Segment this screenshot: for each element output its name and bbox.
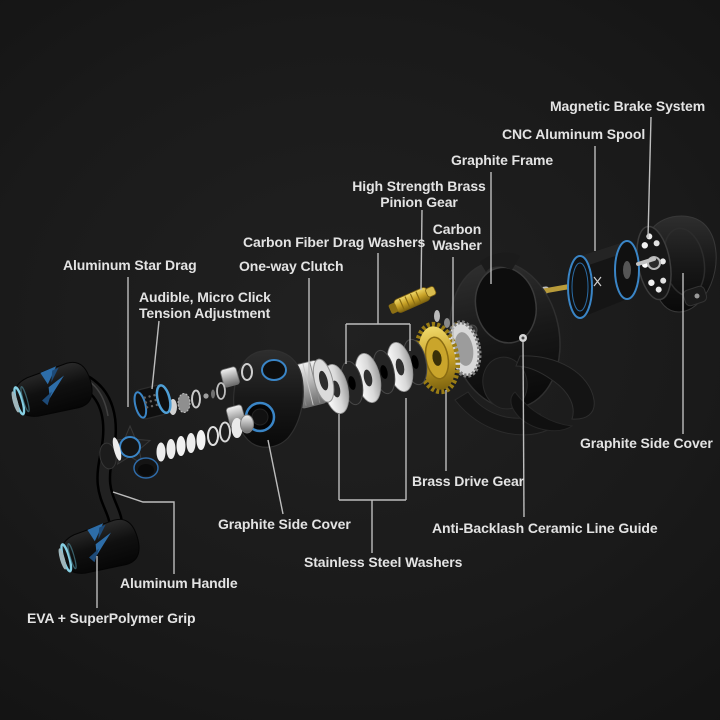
label-anti-backlash-line-guide: Anti-Backlash Ceramic Line Guide [432, 520, 658, 536]
leader-line-guide [522, 341, 525, 518]
grip-knob-upper [5, 357, 98, 426]
label-magnetic-brake-system: Magnetic Brake System [550, 98, 706, 114]
frame-lower-cover-part [510, 355, 595, 432]
leader-side-cover-left [267, 439, 284, 515]
pinion-gear-part [388, 286, 437, 314]
label-one-way-clutch: One-way Clutch [239, 258, 344, 274]
label-aluminum-star-drag: Aluminum Star Drag [63, 257, 197, 273]
leader-steel-washers [338, 398, 407, 553]
handle-arm-part [56, 366, 124, 540]
label-eva-superpolymer-grip: EVA + SuperPolymer Grip [27, 610, 196, 626]
label-brass-drive-gear: Brass Drive Gear [412, 473, 525, 489]
grip-knob-lower [52, 514, 145, 583]
label-tension-adjustment: Audible, Micro Click Tension Adjustment [139, 289, 271, 321]
drag-washer-stack [322, 338, 428, 414]
leader-drag-washers [345, 253, 411, 364]
label-carbon-fiber-drag-washers: Carbon Fiber Drag Washers [243, 234, 426, 250]
label-pinion-gear: High Strength Brass Pinion Gear [352, 178, 486, 210]
label-graphite-frame: Graphite Frame [451, 152, 554, 168]
leader-pinion-gear [420, 209, 423, 291]
leader-lines [96, 116, 684, 608]
leader-handle [112, 491, 175, 574]
label-graphite-side-cover-right: Graphite Side Cover [580, 435, 713, 451]
graphite-frame-part [434, 252, 561, 436]
leader-magnetic-brake [647, 116, 652, 239]
small-parts-upper-row [169, 382, 226, 415]
label-carbon-washer: Carbon Washer [432, 221, 482, 253]
leader-tension [151, 320, 160, 390]
tension-knob-part [133, 384, 172, 420]
small-parts-lower-row [156, 414, 254, 462]
label-graphite-side-cover-left: Graphite Side Cover [218, 516, 351, 532]
label-aluminum-handle: Aluminum Handle [120, 575, 238, 591]
label-cnc-aluminum-spool: CNC Aluminum Spool [502, 126, 646, 142]
label-stainless-steel-washers: Stainless Steel Washers [304, 554, 463, 570]
